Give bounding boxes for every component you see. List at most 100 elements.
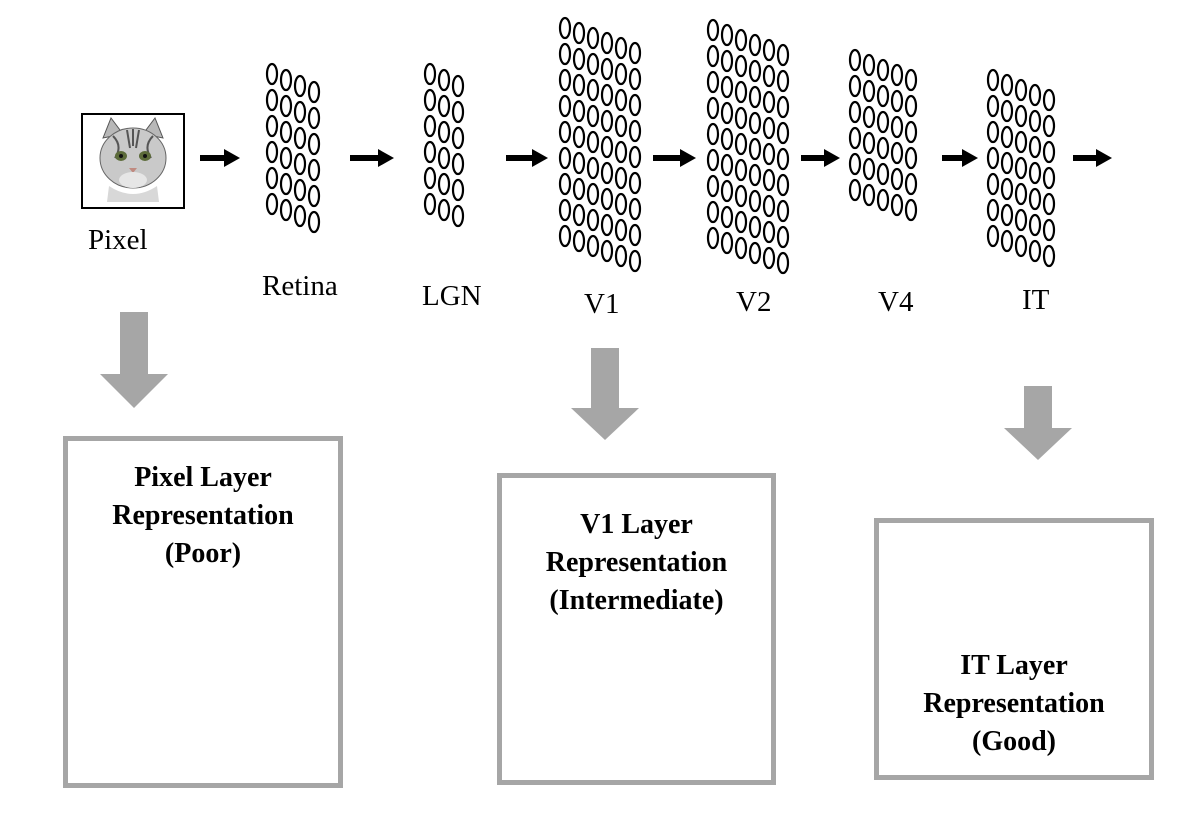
- neuron-icon: [572, 73, 586, 97]
- neuron-icon: [423, 192, 437, 216]
- neuron-icon: [628, 145, 642, 169]
- neuron-icon: [762, 38, 776, 62]
- neuron-icon: [423, 88, 437, 112]
- neuron-icon: [451, 152, 465, 176]
- neuron-icon: [706, 44, 720, 68]
- neuron-grid-group: [265, 16, 1056, 275]
- neuron-icon: [986, 198, 1000, 222]
- neuron-icon: [437, 68, 451, 92]
- neuron-icon: [762, 246, 776, 270]
- neuron-icon: [706, 18, 720, 42]
- neuron-icon: [293, 100, 307, 124]
- neuron-icon: [600, 239, 614, 263]
- neuron-icon: [614, 218, 628, 242]
- flow-arrow: [942, 149, 978, 167]
- neuron-icon: [628, 197, 642, 221]
- neuron-icon: [762, 194, 776, 218]
- neuron-icon: [876, 162, 890, 186]
- neuron-icon: [558, 68, 572, 92]
- down-arrow-it: [1004, 386, 1072, 460]
- neuron-icon: [904, 120, 918, 144]
- neuron-icon: [307, 184, 321, 208]
- neuron-icon: [600, 83, 614, 107]
- neuron-icon: [720, 23, 734, 47]
- neuron-icon: [1000, 177, 1014, 201]
- neuron-icon: [748, 85, 762, 109]
- neuron-icon: [720, 231, 734, 255]
- neuron-icon: [1000, 203, 1014, 227]
- neuron-icon: [734, 184, 748, 208]
- neuron-icon: [1014, 182, 1028, 206]
- neuron-icon: [706, 200, 720, 224]
- it-box-line3: (Good): [972, 726, 1056, 757]
- pixel-box-line2: Representation: [112, 500, 294, 531]
- pixel-box-line3: (Poor): [164, 538, 242, 569]
- neuron-icon: [762, 142, 776, 166]
- neuron-icon: [614, 140, 628, 164]
- neuron-icon: [572, 229, 586, 253]
- neuron-icon: [600, 57, 614, 81]
- neuron-icon: [423, 166, 437, 190]
- neuron-icon: [586, 208, 600, 232]
- neuron-icon: [586, 234, 600, 258]
- neuron-icon: [1042, 140, 1056, 164]
- neuron-icon: [1000, 99, 1014, 123]
- neuron-icon: [1014, 156, 1028, 180]
- neuron-icon: [1000, 151, 1014, 175]
- down-arrow-v1: [571, 348, 639, 440]
- flow-arrow: [506, 149, 548, 167]
- neuron-icon: [890, 167, 904, 191]
- neuron-icon: [265, 62, 279, 86]
- neuron-icon: [600, 109, 614, 133]
- neuron-icon: [776, 95, 790, 119]
- neuron-icon: [600, 213, 614, 237]
- neuron-icon: [614, 88, 628, 112]
- v1-box-line2: Representation: [545, 547, 728, 578]
- neuron-icon: [1042, 166, 1056, 190]
- neuron-icon: [904, 146, 918, 170]
- neuron-icon: [720, 179, 734, 203]
- neuron-icon: [437, 146, 451, 170]
- neuron-grid-v4: [848, 48, 918, 222]
- neuron-icon: [265, 88, 279, 112]
- neuron-icon: [848, 126, 862, 150]
- neuron-icon: [734, 132, 748, 156]
- neuron-icon: [1014, 78, 1028, 102]
- neuron-icon: [986, 94, 1000, 118]
- neuron-icon: [776, 173, 790, 197]
- neuron-icon: [762, 220, 776, 244]
- neuron-icon: [279, 68, 293, 92]
- neuron-icon: [862, 79, 876, 103]
- v1-representation-box: V1 Layer Representation (Intermediate): [497, 473, 776, 785]
- neuron-icon: [762, 116, 776, 140]
- neuron-icon: [1042, 192, 1056, 216]
- neuron-icon: [706, 70, 720, 94]
- neuron-icon: [586, 26, 600, 50]
- neuron-icon: [986, 120, 1000, 144]
- neuron-icon: [437, 94, 451, 118]
- neuron-icon: [628, 119, 642, 143]
- neuron-icon: [265, 166, 279, 190]
- neuron-icon: [423, 62, 437, 86]
- it-box-title: IT Layer Representation (Good): [879, 647, 1149, 761]
- neuron-icon: [848, 74, 862, 98]
- neuron-grid-it: [986, 68, 1056, 268]
- neuron-icon: [762, 168, 776, 192]
- neuron-icon: [1028, 109, 1042, 133]
- pixel-representation-box: Pixel Layer Representation (Poor): [63, 436, 343, 788]
- neuron-icon: [734, 54, 748, 78]
- neuron-icon: [628, 93, 642, 117]
- neuron-icon: [307, 132, 321, 156]
- flow-arrow: [200, 149, 240, 167]
- neuron-icon: [614, 62, 628, 86]
- neuron-icon: [586, 52, 600, 76]
- neuron-icon: [572, 151, 586, 175]
- neuron-icon: [748, 33, 762, 57]
- it-box-line1: IT Layer: [960, 650, 1068, 681]
- neuron-icon: [451, 74, 465, 98]
- neuron-icon: [1042, 88, 1056, 112]
- neuron-grid-v2: [706, 18, 790, 275]
- neuron-icon: [776, 147, 790, 171]
- flow-arrow: [350, 149, 394, 167]
